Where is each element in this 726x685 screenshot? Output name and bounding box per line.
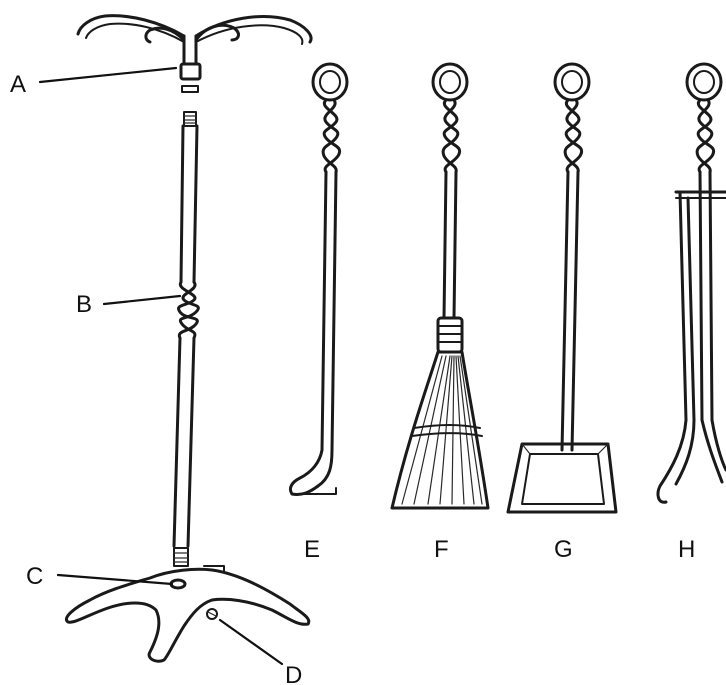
tool-poker [290,64,347,495]
label-a: A [10,71,26,98]
label-b: B [76,291,92,318]
label-d: D [285,662,302,685]
leader-a [40,68,176,82]
label-g: G [554,536,573,563]
twisted-shaft [174,86,198,566]
leader-d [220,620,282,664]
stand-base [66,566,308,661]
hanger-top [78,16,311,79]
label-c: C [26,563,43,590]
tool-broom [392,64,488,508]
tool-shovel [508,64,616,512]
label-h: H [678,536,695,563]
label-f: F [434,536,449,563]
label-e: E [304,536,320,563]
leader-b [104,296,180,304]
tool-tongs [658,64,726,502]
